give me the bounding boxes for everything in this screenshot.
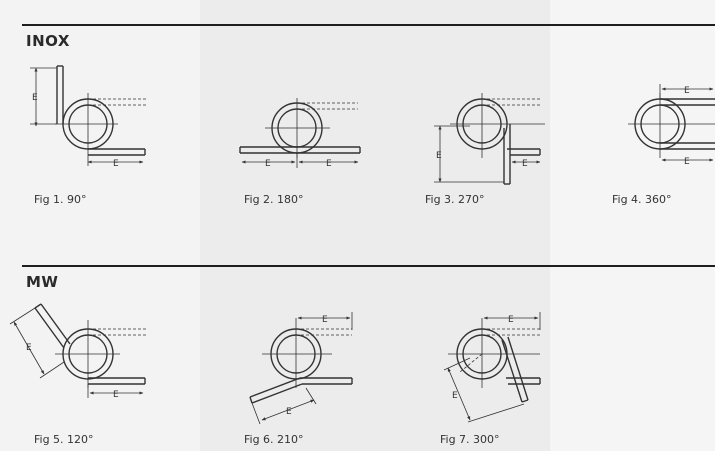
fig-1-dimension-label-horizontal: E (113, 159, 119, 169)
fig-4-caption: Fig 4. 360° (612, 193, 672, 206)
fig-5-spring-diagram (9, 303, 148, 398)
fig-5-dimension-label-horizontal: E (113, 390, 119, 400)
section-title-mw: MW (26, 273, 59, 291)
fig-1-caption: Fig 1. 90° (34, 193, 87, 206)
fig-5-caption: Fig 5. 120° (34, 433, 94, 446)
top-rule (22, 24, 715, 26)
panel-col-3 (550, 0, 715, 451)
fig-7-spring-diagram (443, 312, 541, 423)
fig-7-caption: Fig 7. 300° (440, 433, 500, 446)
fig-4-dimension-label-bottom: E (684, 157, 690, 167)
fig-4-spring-diagram (628, 84, 715, 162)
section-title-inox: INOX (26, 32, 70, 50)
fig-3-caption: Fig 3. 270° (425, 193, 485, 206)
fig-2-dimension-label-right: E (326, 159, 332, 169)
fig-2-caption: Fig 2. 180° (244, 193, 304, 206)
fig-5-dimension-label-angled: E (26, 343, 32, 353)
middle-rule (22, 265, 715, 267)
fig-2-dimension-label-left: E (265, 159, 271, 169)
fig-6-dimension-label-top: E (322, 315, 328, 325)
fig-4-dimension-label-top: E (684, 86, 690, 96)
fig-2-spring-diagram (239, 98, 361, 168)
fig-7-dimension-label-angled: E (452, 391, 458, 401)
fig-6-spring-diagram (249, 312, 353, 425)
fig-6-dimension-label-angled: E (286, 407, 292, 417)
fig-3-dimension-label-vertical: E (436, 151, 442, 161)
fig-1-dimension-label-vertical: E (32, 93, 38, 103)
fig-3-spring-diagram (434, 93, 545, 185)
fig-6-caption: Fig 6. 210° (244, 433, 304, 446)
fig-7-dimension-label-top: E (508, 315, 514, 325)
fig-1-spring-diagram (30, 65, 148, 166)
panel-col-2 (200, 0, 550, 451)
fig-3-dimension-label-horizontal: E (522, 159, 528, 169)
